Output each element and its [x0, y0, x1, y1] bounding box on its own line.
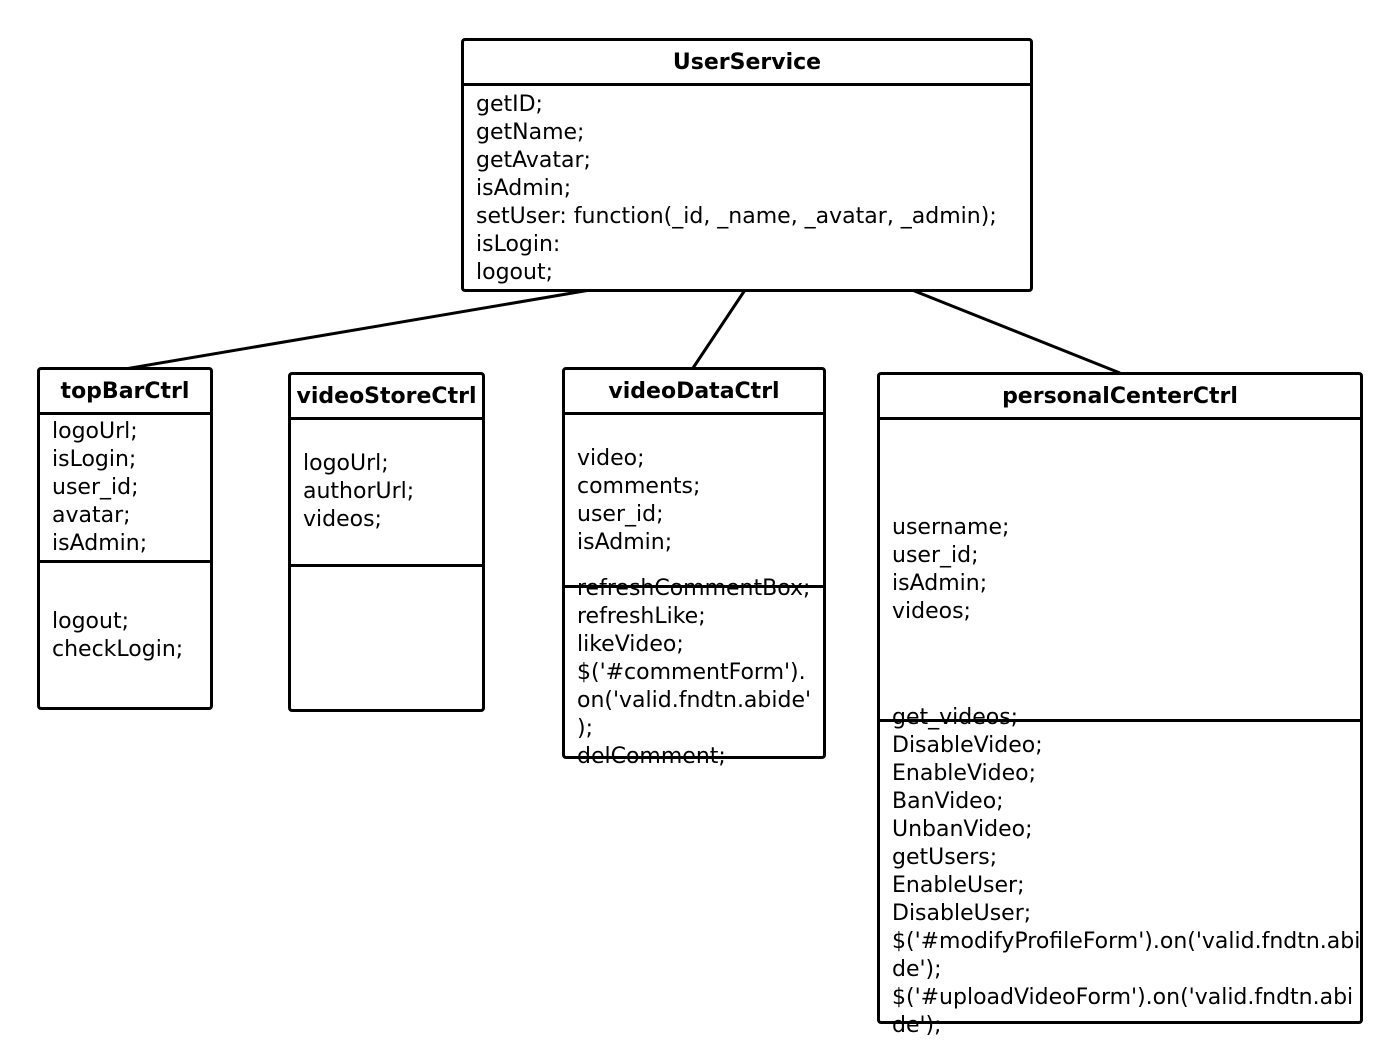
- method-line: EnableUser;: [892, 873, 1025, 898]
- attribute-line: logout;: [476, 260, 553, 285]
- class-attributes: video; comments; user_id; isAdmin;: [577, 445, 700, 557]
- attribute-line: setUser: function(_id, _name, _avatar, _…: [476, 204, 997, 229]
- class-title: personalCenterCtrl: [1002, 384, 1238, 409]
- attribute-line: isAdmin;: [577, 530, 673, 555]
- attribute-line: videos;: [892, 599, 971, 624]
- method-line: BanVideo;: [892, 789, 1004, 814]
- method-line: likeVideo;: [577, 632, 684, 657]
- class-box-videostorectrl[interactable]: videoStoreCtrl logoUrl; authorUrl; video…: [288, 372, 485, 712]
- method-line: refreshLike;: [577, 604, 706, 629]
- method-line: checkLogin;: [52, 637, 184, 662]
- class-attributes: logoUrl; authorUrl; videos;: [303, 450, 414, 534]
- class-divider: [291, 564, 482, 567]
- class-box-topbarctrl[interactable]: topBarCtrl logoUrl; isLogin; user_id; av…: [37, 367, 213, 710]
- attribute-line: getID;: [476, 92, 543, 117]
- method-line: DisableUser;: [892, 901, 1032, 926]
- attribute-line: videos;: [303, 507, 382, 532]
- method-line: on('valid.fndtn.abide': [577, 688, 812, 713]
- class-divider: [291, 417, 482, 420]
- class-methods: get_videos; DisableVideo; EnableVideo; B…: [892, 704, 1360, 1040]
- class-divider: [40, 560, 210, 563]
- class-box-videodatactrl[interactable]: videoDataCtrl video; comments; user_id; …: [562, 367, 826, 769]
- class-divider: [880, 719, 1360, 722]
- class-divider: [565, 585, 823, 588]
- class-divider: [464, 83, 1030, 86]
- class-attributes: username; user_id; isAdmin; videos;: [892, 514, 1009, 626]
- method-line: DisableVideo;: [892, 733, 1043, 758]
- method-line: getUsers;: [892, 845, 998, 870]
- attribute-line: user_id;: [892, 543, 979, 568]
- class-attributes: logoUrl; isLogin; user_id; avatar; isAdm…: [52, 418, 147, 558]
- attribute-line: isAdmin;: [52, 531, 148, 556]
- method-line: de');: [892, 1013, 942, 1038]
- connector-userservice-personalcenterctrl: [911, 288, 1121, 375]
- class-divider: [40, 412, 210, 415]
- method-line: get_videos;: [892, 705, 1019, 730]
- attribute-line: getAvatar;: [476, 148, 591, 173]
- method-line: EnableVideo;: [892, 761, 1036, 786]
- class-title: videoDataCtrl: [608, 379, 780, 404]
- connector-userservice-videodatactrl: [691, 289, 747, 369]
- attribute-line: isAdmin;: [476, 176, 572, 201]
- attribute-line: isLogin;: [52, 447, 137, 472]
- attribute-line: username;: [892, 515, 1010, 540]
- class-methods: logout; checkLogin;: [52, 608, 183, 664]
- class-box-personalcenterctrl[interactable]: personalCenterCtrl username; user_id; is…: [877, 372, 1363, 1038]
- class-attributes: getID; getName; getAvatar; isAdmin; setU…: [476, 91, 997, 287]
- attribute-line: logoUrl;: [52, 419, 138, 444]
- class-divider: [880, 417, 1360, 420]
- method-line: delComment;: [577, 744, 726, 769]
- attribute-line: logoUrl;: [303, 451, 389, 476]
- method-line: $('#uploadVideoForm').on('valid.fndtn.ab…: [892, 985, 1354, 1010]
- method-line: $('#commentForm').: [577, 660, 806, 685]
- connector-userservice-topbarctrl: [124, 288, 591, 371]
- attribute-line: user_id;: [52, 475, 139, 500]
- class-methods: refreshCommentBox; refreshLike; likeVide…: [577, 575, 811, 771]
- attribute-line: authorUrl;: [303, 479, 415, 504]
- method-line: refreshCommentBox;: [577, 576, 811, 601]
- attribute-line: comments;: [577, 474, 701, 499]
- attribute-line: getName;: [476, 120, 585, 145]
- class-box-userservice[interactable]: UserService getID; getName; getAvatar; i…: [461, 38, 1033, 292]
- method-line: logout;: [52, 609, 129, 634]
- attribute-line: avatar;: [52, 503, 131, 528]
- attribute-line: video;: [577, 446, 645, 471]
- attribute-line: isLogin:: [476, 232, 561, 257]
- class-divider: [565, 412, 823, 415]
- class-title: videoStoreCtrl: [296, 384, 477, 409]
- attribute-line: isAdmin;: [892, 571, 988, 596]
- attribute-line: user_id;: [577, 502, 664, 527]
- class-title: topBarCtrl: [60, 379, 190, 404]
- method-line: );: [577, 716, 593, 741]
- method-line: de');: [892, 957, 942, 982]
- method-line: $('#modifyProfileForm').on('valid.fndtn.…: [892, 929, 1361, 954]
- class-title: UserService: [672, 50, 822, 75]
- method-line: UnbanVideo;: [892, 817, 1033, 842]
